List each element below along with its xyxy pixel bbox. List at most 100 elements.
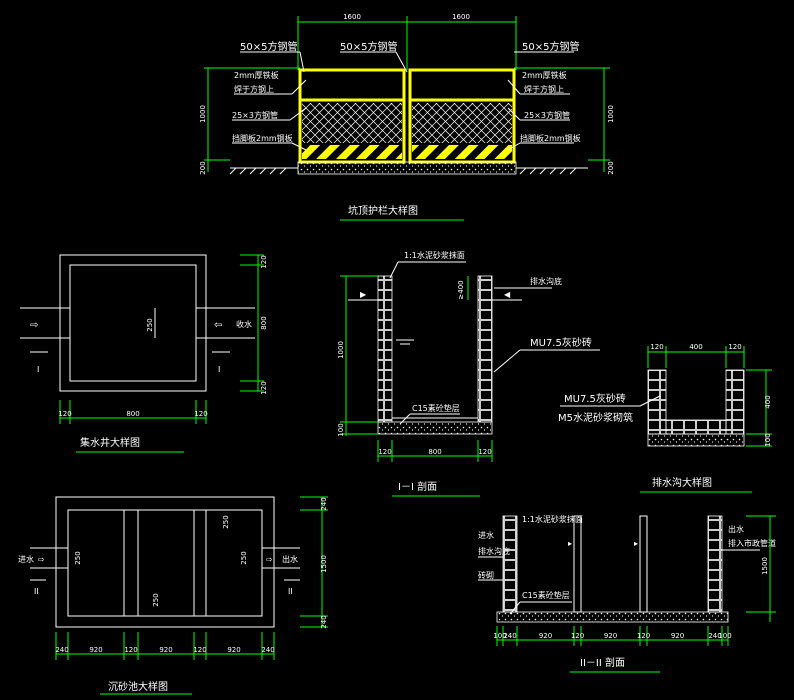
section1-title: I－I 剖面 [398,480,437,493]
section2-wall-right [707,515,723,613]
ditch-title: 排水沟大样图 [652,476,712,489]
well-pipe-dim: 250 [146,318,154,331]
section2-dim-bottom-6: 120 [637,632,650,640]
section1-pipe-marker-right: ◀ [504,290,511,299]
railing-label-left-4: 25×3方钢管 [232,110,278,120]
ditch-dim-top-3: 120 [728,343,741,351]
kick-plate-right [412,145,512,159]
railing-mesh-left [302,103,402,143]
railing-label-right-1: 50×5方钢管 [522,40,579,53]
section2-label-in1: 进水 [478,530,494,540]
railing-dim-right-height: 1000 [607,105,615,123]
section1-label-base: C15素砼垫层 [412,403,460,413]
section1-dim-bottom-1: 120 [378,448,391,456]
sedtank-baffle-dim-top: 250 [222,515,230,528]
railing-label-right-3: 焊于方钢上 [524,84,564,94]
section2-dim-bottom-5: 920 [604,632,617,640]
section2-arrow-2: ▸ [634,539,638,548]
section2-dim-bottom-4: 120 [571,632,584,640]
ditch-wall-left [647,369,667,435]
ditch-dim-right-1: 400 [764,395,772,408]
well-inlet-label: 收水 [236,319,252,329]
railing-label-left-3: 焊于方钢上 [234,84,274,94]
ditch-dim-right-2: 100 [764,433,772,446]
section2-dim-bottom-1: 100 [493,632,506,640]
sedtank-dim-bottom-7: 240 [261,646,274,654]
section2-title: II－II 剖面 [580,656,625,669]
well-title: 集水井大样图 [80,436,140,449]
section1-pipe-marker-left: ▶ [360,290,367,299]
sedtank-title: 沉砂池大样图 [108,680,168,693]
railing-mesh-right [412,103,512,143]
sedtank-dim-bottom-5: 120 [193,646,206,654]
railing-dim-left-height: 1000 [199,105,207,123]
railing-label-right-5: 挡脚板2mm钢板 [520,133,581,143]
well-section-mark-right: I [218,365,220,374]
sedtank-baffle-dim-bottom: 250 [152,593,160,606]
section2-baffle-2 [639,515,648,613]
section2-wall-left [502,515,518,613]
section2-dim-right: 1500 [761,557,769,575]
section1-label-wall: MU7.5灰砂砖 [530,336,592,349]
sedtank-dim-bottom-2: 920 [89,646,102,654]
section2-label-in2: 排水沟底 [478,546,510,556]
railing-dim-top-1: 1600 [343,13,361,21]
section2-dim-bottom-3: 920 [539,632,552,640]
ditch-label-mortar: M5水泥砂浆砌筑 [558,411,633,424]
section1-label-drain: 排水沟底 [530,276,562,286]
section2-baffle-1 [573,515,582,613]
sedtank-in-label: 进水 [18,554,34,564]
railing-detail: 1600 1600 1000 200 1000 200 50×5方钢管 2mm [199,13,615,221]
well-section-mark-left: I [37,365,39,374]
section2-dim-bottom-2: 240 [503,632,516,640]
section2-arrow-1: ▸ [568,539,572,548]
well-dim-bottom-1: 120 [58,410,71,418]
railing-label-right-4: 25×3方钢管 [524,110,570,120]
section1-wall-left [377,275,393,423]
well-dim-bottom-3: 120 [194,410,207,418]
sedtank-inner [67,509,263,617]
railing-label-right-2: 2mm厚铁板 [522,70,567,80]
section2-label-out2: 排入市政管道 [728,538,776,548]
sedtank-dim-bottom-6: 920 [227,646,240,654]
section2-dim-bottom-8: 240 [708,632,721,640]
section2-label-out1: 出水 [728,524,744,534]
section2-label-brick: 砖砌 [478,570,494,580]
well-inner [69,264,197,382]
railing-dim-top-2: 1600 [452,13,470,21]
ditch-bottom [665,419,727,435]
sedtank-in-arrow: ⇨ [38,555,45,564]
railing-base [297,161,517,175]
well-dim-right-3: 120 [260,381,268,394]
section1-label-top: 1:1水泥砂浆抹面 [404,250,465,260]
well-dim-right-2: 800 [260,316,268,329]
ditch-label-brick: MU7.5灰砂砖 [564,392,626,405]
section2-dim-bottom-7: 920 [671,632,684,640]
section1-dim-bottom-3: 120 [478,448,491,456]
kick-plate-left [302,145,402,159]
sedtank-dim-right-2: 1500 [320,555,328,573]
section1-dim-bottom-2: 800 [428,448,441,456]
well-dim-bottom-2: 800 [126,410,139,418]
well-detail: ⇨ ⇦ 收水 250 I I 120 800 120 120 800 120 集… [20,254,268,453]
well-dim-right-1: 120 [260,255,268,268]
railing-dim-right-base: 200 [607,161,615,174]
sedtank-out-arrow: ⇨ [266,555,273,564]
railing-label-left-2: 2mm厚铁板 [234,70,279,80]
sedtank-section-mark-right: II [288,587,293,596]
well-inlet-right: ⇦ [214,320,222,331]
sedtank-pipe-out-dim: 250 [240,551,248,564]
ditch-wall-right [725,369,745,435]
sedtank-section-mark-left: II [34,587,39,596]
sedtank-dim-right-1: 240 [320,497,328,510]
section2-detail: ▸ ▸ 1:1水泥砂浆抹面 进水 排水沟底 砖砌 C15素砼垫层 出水 排入市政… [478,514,776,673]
section1-dim-base: 100 [337,423,345,436]
ditch-dim-top-1: 120 [650,343,663,351]
section1-base [377,421,493,435]
ditch-dim-top-2: 400 [689,343,702,351]
section2-base [496,611,729,623]
section1-wall-right [477,275,493,423]
sedtank-dim-bottom-3: 120 [124,646,137,654]
section2-dim-bottom-9: 100 [718,632,731,640]
